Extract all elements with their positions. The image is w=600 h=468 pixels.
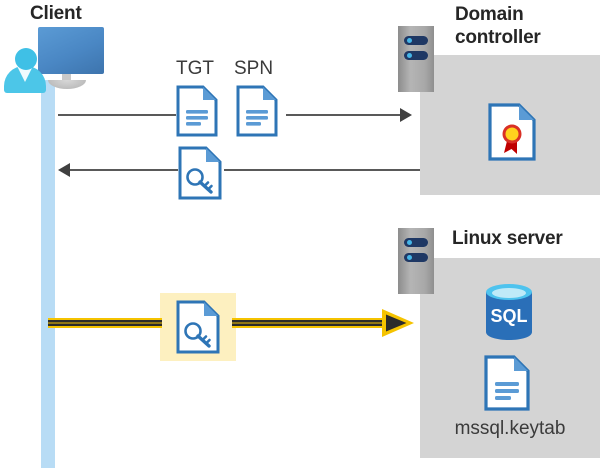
tgt-label: TGT — [176, 58, 214, 79]
monitor-icon — [18, 27, 104, 89]
service-ticket-document-icon — [178, 146, 222, 205]
spn-document-icon — [236, 85, 278, 142]
flow-request-line-right — [286, 114, 400, 116]
certificate-document-icon — [488, 103, 536, 166]
spn-label: SPN — [234, 58, 274, 79]
server-led-top — [407, 38, 412, 43]
service-ticket-document-icon — [176, 300, 220, 359]
server-led-top — [407, 240, 412, 245]
flow-response-arrowhead — [58, 163, 70, 177]
flow-response-line-right — [224, 169, 420, 171]
server-rack-icon — [398, 228, 434, 294]
domain-controller-title: Domain controller — [455, 4, 541, 48]
document-icon — [484, 355, 530, 416]
flow-request-arrowhead — [400, 108, 412, 122]
flow-ticket-arrowhead — [381, 306, 415, 340]
server-bar-top — [404, 238, 428, 247]
server-bar-top — [404, 36, 428, 45]
flow-ticket-line-right — [232, 318, 384, 328]
keytab-filename-label: mssql.keytab — [454, 418, 566, 439]
server-led-bottom — [407, 255, 412, 260]
client-lifeline — [41, 80, 55, 468]
flow-response-line-left — [70, 169, 178, 171]
linux-server-title: Linux server — [452, 228, 563, 249]
monitor-neck — [62, 74, 71, 82]
monitor-base — [48, 80, 86, 89]
monitor-screen — [38, 27, 104, 74]
flow-request-line-left — [58, 114, 176, 116]
user-collar — [17, 66, 33, 82]
server-rack-icon — [398, 26, 434, 92]
server-led-bottom — [407, 53, 412, 58]
client-title: Client — [30, 3, 82, 24]
user-head — [15, 48, 37, 70]
server-bar-bottom — [404, 51, 428, 60]
sql-label: SQL — [490, 306, 527, 326]
user-icon — [4, 48, 46, 93]
tgt-document-icon — [176, 85, 218, 142]
server-bar-bottom — [404, 253, 428, 262]
sql-database-icon: SQL — [483, 283, 535, 346]
flow-ticket-line-left — [48, 318, 162, 328]
